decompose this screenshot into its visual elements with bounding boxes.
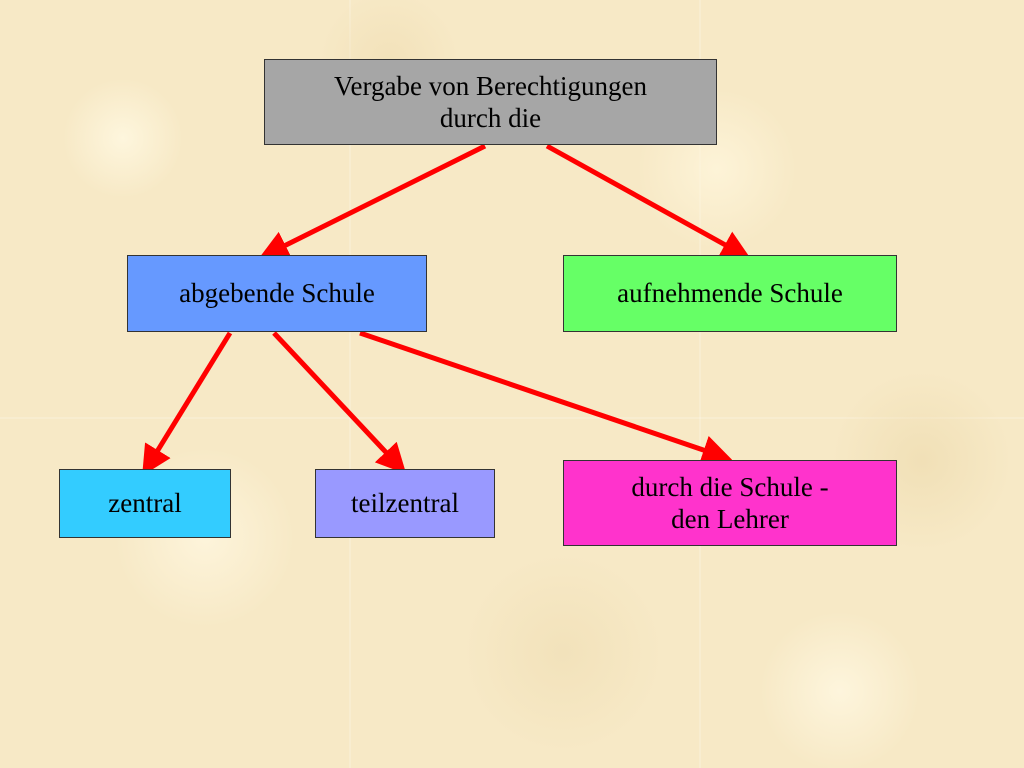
central-node: zentral [59,469,231,538]
arrow-giving-to-central [142,331,233,476]
arrow-root-to-giving-school [258,143,487,259]
root-node-line1: Vergabe von Berechtigungen [334,70,647,101]
arrow-root-to-receiving-school [545,143,752,260]
giving-school-node: abgebende Schule [127,255,427,332]
teacher-node-text: durch die Schule - den Lehrer [631,471,828,536]
arrow-giving-to-partial-central [272,331,407,474]
teacher-node-line2: den Lehrer [671,504,789,534]
teacher-node: durch die Schule - den Lehrer [563,460,897,546]
receiving-school-node: aufnehmende Schule [563,255,897,332]
teacher-node-line1: durch die Schule - [631,471,829,502]
receiving-school-label: aufnehmende Schule [617,278,843,309]
root-node-line2: durch die [439,103,542,133]
arrow-giving-to-teacher [359,330,733,465]
root-node-text: Vergabe von Berechtigungen durch die [334,70,647,135]
central-label: zentral [108,488,182,519]
root-node: Vergabe von Berechtigungen durch die [264,59,717,145]
giving-school-label: abgebende Schule [179,278,375,309]
partial-central-node: teilzentral [315,469,495,538]
partial-central-label: teilzentral [351,488,459,519]
